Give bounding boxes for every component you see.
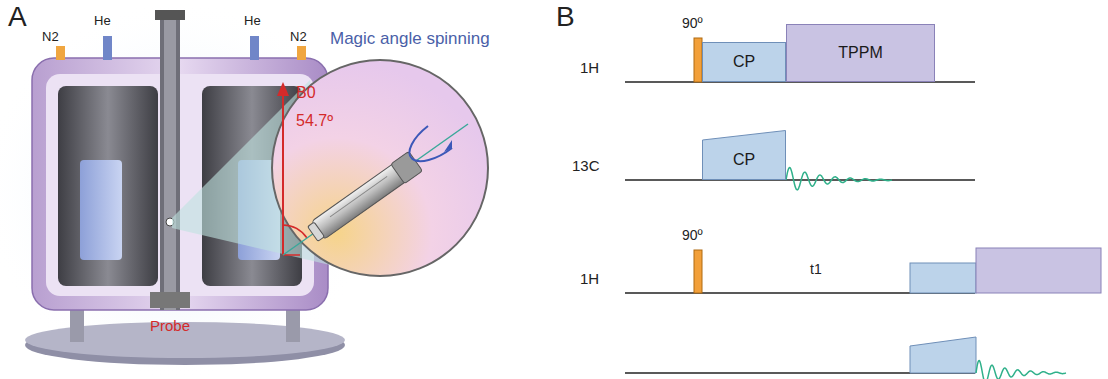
pulse-blocks <box>694 38 1101 373</box>
pulse-block: TPPM <box>786 24 935 82</box>
annotation-label: 1H <box>580 271 599 288</box>
annotation-label: Magic angle spinning <box>330 30 490 49</box>
rotor <box>306 151 423 243</box>
fid-wave <box>976 361 1066 379</box>
annotation-label: 90º <box>682 16 703 31</box>
pulse-label: CP <box>733 151 755 169</box>
trapezoid-shape <box>703 131 786 180</box>
fid-signal <box>786 168 1066 379</box>
annotation-label: He <box>94 14 111 28</box>
pulse-label: TPPM <box>838 44 882 62</box>
pulse-label: CP <box>733 53 755 71</box>
annotation-label: B0 <box>296 84 316 102</box>
annotation-label: N2 <box>42 30 59 44</box>
panel-letter: A <box>8 2 27 33</box>
fid-wave <box>786 168 892 190</box>
annotation-label: 13C <box>572 158 600 175</box>
annotation-label: 1H <box>580 60 599 77</box>
pulse-block: CP <box>702 42 786 82</box>
zoom-circle <box>272 60 488 276</box>
annotation-label: t1 <box>810 262 822 277</box>
pulse-sequence <box>625 82 975 373</box>
annotation-label: Probe <box>150 318 190 335</box>
annotation-label: N2 <box>290 30 307 44</box>
panel-letter: B <box>556 2 575 33</box>
annotation-label: He <box>244 14 261 28</box>
annotation-label: 54.7º <box>296 112 333 130</box>
annotation-label: 90º <box>682 228 703 243</box>
ramped-cp-pulse: CP <box>702 130 786 180</box>
